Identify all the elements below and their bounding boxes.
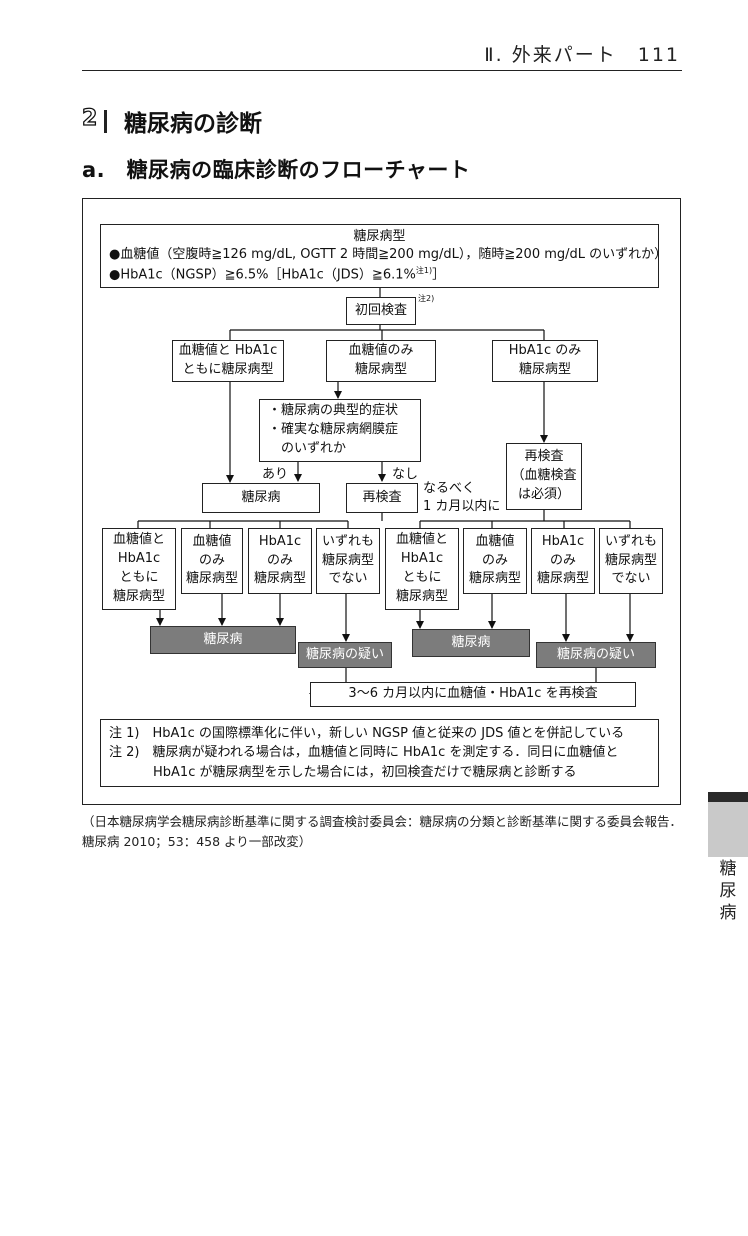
left-result-neither-box: いずれも 糖尿病型 でない bbox=[316, 528, 380, 594]
outcome-suspect-left-box: 糖尿病の疑い bbox=[298, 642, 392, 668]
right-result-both-line3: ともに bbox=[402, 570, 442, 585]
right-result-neither-line1: いずれも bbox=[604, 533, 657, 549]
right-result-hba1c-line1: HbA1c bbox=[541, 533, 585, 549]
left-result-neither-line1: いずれも bbox=[321, 533, 374, 549]
criteria-hba1c-text: ●HbA1c（NGSP）≧6.5%［HbA1c（JDS）≧6.1% bbox=[109, 266, 416, 282]
outcome-diabetes-left-box: 糖尿病 bbox=[150, 626, 296, 654]
right-result-glucose-line2: のみ bbox=[481, 552, 508, 568]
left-result-glucose-box: 血糖値 のみ 糖尿病型 bbox=[181, 528, 243, 594]
recheck-label: 3～6 カ月以内に血糖値・HbA1c を再検査 bbox=[348, 686, 598, 702]
branch-both-line1: 血糖値と HbA1c bbox=[178, 343, 278, 359]
branch-glucose-line2: 糖尿病型 bbox=[354, 362, 407, 377]
left-result-hba1c-box: HbA1c のみ 糖尿病型 bbox=[248, 528, 312, 594]
retest-right-line3: は必須） bbox=[517, 486, 570, 502]
section-number-bar bbox=[104, 110, 107, 133]
section-title: 糖尿病の診断 bbox=[124, 111, 262, 137]
outcome-suspect-left-label: 糖尿病の疑い bbox=[305, 646, 384, 662]
branch-hba1c-only-box: HbA1c のみ 糖尿病型 bbox=[492, 340, 598, 382]
branch-hba1c-line2: 糖尿病型 bbox=[518, 362, 571, 377]
side-tab-char-1: 糖 bbox=[719, 859, 737, 879]
outcome-suspect-right-box: 糖尿病の疑い bbox=[536, 642, 656, 668]
symptom-either: のいずれか bbox=[268, 440, 347, 456]
note-1: 注 1) HbA1c の国際標準化に伴い，新しい NGSP 値と従来の JDS … bbox=[109, 725, 625, 741]
left-result-neither-line2: 糖尿病型 bbox=[321, 552, 374, 568]
left-result-both-line4: 糖尿病型 bbox=[112, 588, 165, 604]
criteria-hba1c-line: ●HbA1c（NGSP）≧6.5%［HbA1c（JDS）≧6.1%注1)］ bbox=[101, 265, 658, 285]
running-header: Ⅱ. 外来パート 111 bbox=[484, 44, 680, 66]
retest-right-box: 再検査 （血糖検査 は必須） bbox=[506, 443, 582, 510]
right-result-glucose-box: 血糖値 のみ 糖尿病型 bbox=[463, 528, 527, 594]
branch-glucose-line1: 血糖値のみ bbox=[348, 343, 414, 359]
note2-marker: 注2) bbox=[418, 294, 435, 303]
retest-right-line1: 再検査 bbox=[524, 449, 564, 465]
side-tab-char-2: 尿 bbox=[719, 881, 737, 901]
left-result-glucose-line2: のみ bbox=[198, 552, 225, 568]
criteria-title: 糖尿病型 bbox=[353, 228, 406, 244]
left-result-both-line3: ともに bbox=[119, 570, 159, 585]
retest-right-line2: （血糖検査 bbox=[511, 468, 577, 484]
notes-box: 注 1) HbA1c の国際標準化に伴い，新しい NGSP 値と従来の JDS … bbox=[100, 719, 659, 787]
note-2: 注 2) 糖尿病が疑われる場合は，血糖値と同時に HbA1c を測定する．同日に… bbox=[109, 745, 619, 761]
right-result-glucose-line3: 糖尿病型 bbox=[468, 571, 521, 587]
right-result-both-box: 血糖値と HbA1c ともに 糖尿病型 bbox=[385, 528, 459, 610]
branch-both-box: 血糖値と HbA1c ともに糖尿病型 bbox=[172, 340, 284, 382]
right-result-neither-line3: でない bbox=[611, 571, 651, 587]
note-2-continued: HbA1c が糖尿病型を示した場合には，初回検査だけで糖尿病と診断する bbox=[153, 764, 577, 780]
criteria-hba1c-end: ］ bbox=[432, 266, 446, 282]
side-tab bbox=[708, 802, 748, 857]
right-result-hba1c-line3: 糖尿病型 bbox=[536, 571, 589, 587]
side-tab-char-3: 病 bbox=[719, 903, 737, 923]
symptom-retinopathy: ・確実な糖尿病網膜症 bbox=[268, 422, 399, 438]
right-result-both-line2: HbA1c bbox=[400, 551, 444, 567]
left-result-hba1c-line2: のみ bbox=[266, 552, 293, 568]
initial-test-box: 初回検査 bbox=[346, 297, 416, 325]
outcome-diabetes-right-label: 糖尿病 bbox=[451, 634, 491, 650]
recheck-box: 3～6 カ月以内に血糖値・HbA1c を再検査 bbox=[310, 682, 636, 707]
right-result-neither-line2: 糖尿病型 bbox=[604, 552, 657, 568]
section-number: 2 bbox=[81, 105, 98, 131]
retest-left-box: 再検査 bbox=[346, 483, 418, 513]
right-result-both-line4: 糖尿病型 bbox=[395, 588, 448, 604]
right-result-glucose-line1: 血糖値 bbox=[475, 533, 515, 549]
symptom-typical: ・糖尿病の典型的症状 bbox=[268, 403, 399, 419]
right-result-both-line1: 血糖値と bbox=[395, 532, 448, 548]
within-month-label: なるべく 1 カ月以内に bbox=[423, 480, 500, 515]
branch-both-line2: ともに糖尿病型 bbox=[182, 362, 274, 377]
subsection-title: a. 糖尿病の臨床診断のフローチャート bbox=[82, 158, 471, 182]
within-month-line1: なるべく bbox=[423, 481, 476, 496]
note1-marker: 注1) bbox=[415, 265, 433, 275]
left-result-neither-line3: でない bbox=[328, 571, 368, 587]
outcome-suspect-right-label: 糖尿病の疑い bbox=[556, 646, 635, 662]
branch-glucose-only-box: 血糖値のみ 糖尿病型 bbox=[326, 340, 436, 382]
diabetes-type-criteria-box: 糖尿病型 ●血糖値（空腹時≧126 mg/dL, OGTT 2 時間≧200 m… bbox=[100, 224, 668, 288]
branch-hba1c-line1: HbA1c のみ bbox=[508, 343, 582, 359]
right-result-hba1c-box: HbA1c のみ 糖尿病型 bbox=[531, 528, 595, 594]
outcome-diabetes-left-label: 糖尿病 bbox=[203, 631, 243, 647]
left-result-glucose-line3: 糖尿病型 bbox=[185, 571, 238, 587]
figure-caption: （日本糖尿病学会糖尿病診断基準に関する調査検討委員会：糖尿病の分類と診断基準に関… bbox=[82, 814, 683, 850]
right-result-hba1c-line2: のみ bbox=[549, 552, 576, 568]
within-month-line2: 1 カ月以内に bbox=[423, 498, 501, 514]
left-result-hba1c-line1: HbA1c bbox=[258, 533, 302, 549]
no-label: なし bbox=[392, 467, 419, 482]
right-result-neither-box: いずれも 糖尿病型 でない bbox=[599, 528, 663, 594]
initial-test-label: 初回検査 bbox=[354, 302, 407, 318]
diabetes-mid-box: 糖尿病 bbox=[202, 483, 320, 513]
diabetes-mid-label: 糖尿病 bbox=[241, 489, 281, 505]
header-rule bbox=[82, 70, 682, 71]
left-result-glucose-line1: 血糖値 bbox=[192, 533, 232, 549]
left-result-hba1c-line3: 糖尿病型 bbox=[253, 571, 306, 587]
side-tab-label: 糖 尿 病 bbox=[708, 858, 748, 924]
yes-label: あり bbox=[262, 467, 289, 482]
left-result-both-line2: HbA1c bbox=[117, 551, 161, 567]
left-result-both-line1: 血糖値と bbox=[112, 532, 165, 548]
flowchart-frame bbox=[82, 198, 681, 805]
criteria-glucose-line: ●血糖値（空腹時≧126 mg/dL, OGTT 2 時間≧200 mg/dL）… bbox=[109, 247, 668, 263]
left-result-both-box: 血糖値と HbA1c ともに 糖尿病型 bbox=[102, 528, 176, 610]
outcome-diabetes-right-box: 糖尿病 bbox=[412, 629, 530, 657]
retest-left-label: 再検査 bbox=[362, 489, 402, 505]
symptoms-box: ・糖尿病の典型的症状 ・確実な糖尿病網膜症 のいずれか bbox=[259, 399, 421, 462]
side-tab-bar bbox=[708, 792, 748, 802]
